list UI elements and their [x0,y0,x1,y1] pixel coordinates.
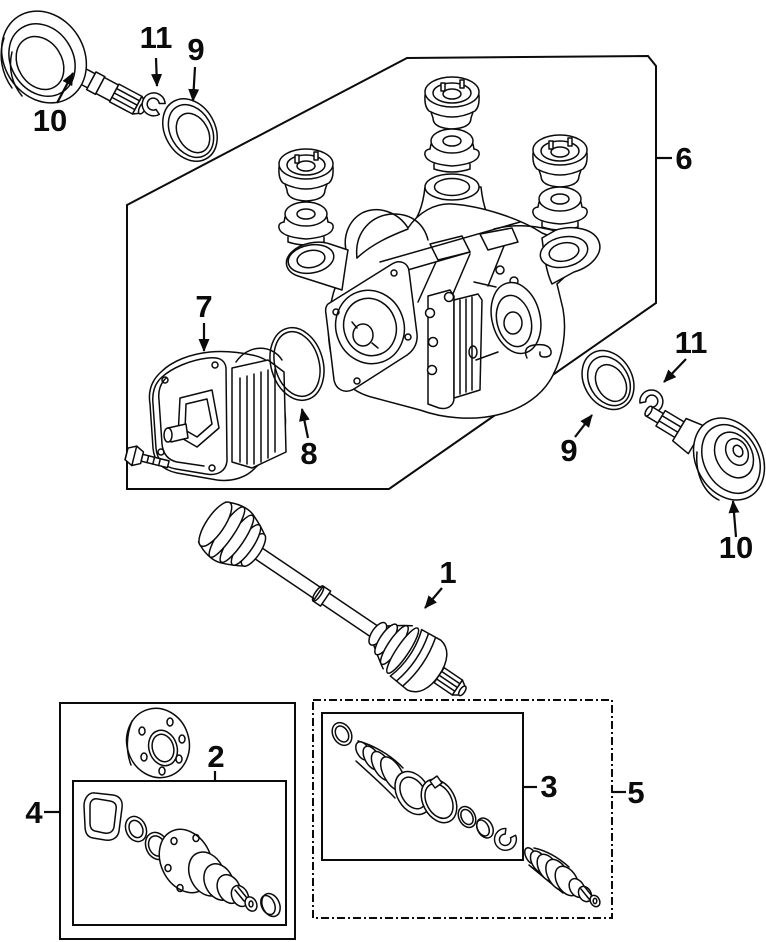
mount-bushing-left-lower [278,201,334,246]
callout-9-left: 9 [187,32,204,67]
callout-7: 7 [195,289,212,324]
clamp-ring-small [124,815,148,843]
arrow-9-left [188,66,200,102]
boot-clamp-small [331,721,353,747]
arrow-8 [299,408,310,439]
o-ring [269,326,325,402]
callout-arrows [44,57,740,814]
seal-right [581,349,635,411]
arrow-11-right [663,358,687,383]
mount-bushing-center-lower [424,128,480,173]
assembly-boundary-box [126,54,657,490]
axle-shaft-assembly [197,501,467,697]
arrow-11-left [151,57,163,87]
arrow-10-right [728,500,740,538]
callout-8: 8 [300,436,317,471]
flange-gasket [83,792,123,841]
arrow-10-left [56,72,74,104]
stub-flange-right [644,405,766,501]
callout-2: 2 [207,739,224,774]
callout-1: 1 [439,555,456,590]
callout-4: 4 [25,795,43,830]
callout-6: 6 [675,141,692,176]
callout-9-right: 9 [560,433,577,468]
seal-left [162,98,218,162]
snap-ring-kit [489,824,521,856]
callout-10-right: 10 [719,530,753,565]
kit-box-5 [312,699,613,919]
stub-shaft-left [0,10,148,115]
kit-box-3 [321,712,524,861]
callout-11-left: 11 [140,20,173,55]
end-cap [260,892,281,918]
inner-cv-joint [158,828,258,912]
pump [124,347,287,482]
differential-housing [285,173,601,419]
outer-cv-joint [524,847,601,908]
companion-flange [125,707,191,779]
mount-bushing-center-upper [424,76,480,130]
mount-bushing-right-lower [532,186,588,231]
mount-bushing-right-upper [532,134,588,188]
callout-5: 5 [627,775,644,810]
mount-bushing-left-upper [278,148,334,202]
callout-3: 3 [540,769,557,804]
breather-clip [524,343,552,359]
kit-box-4 [59,702,296,940]
retaining-ring-small [457,805,477,829]
boot-clamp-large [420,775,458,824]
callout-11-right: 11 [675,325,708,360]
pump-bolt [124,445,170,469]
arrow-1 [424,587,443,609]
callout-10-left: 10 [33,103,67,138]
arrow-9-right [574,414,593,438]
kit-box-2 [72,780,287,926]
dust-cap-small [475,817,495,839]
